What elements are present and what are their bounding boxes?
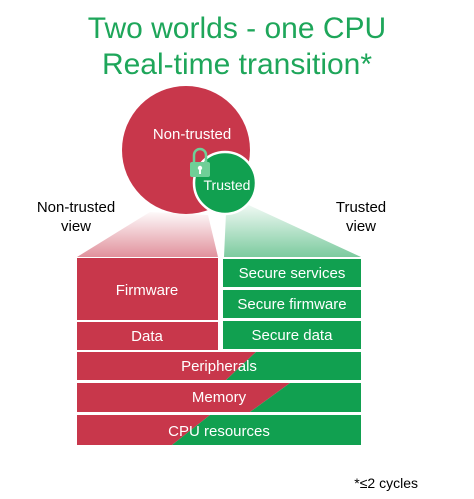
lock-icon	[190, 147, 210, 177]
non-trusted-view-line-2: view	[60, 218, 91, 235]
peripherals-row	[77, 352, 361, 380]
non-trusted-projection-beam	[77, 212, 218, 257]
memory-row	[77, 383, 361, 412]
data-label: Data	[131, 328, 163, 345]
cpu-resources-row	[77, 415, 361, 445]
trusted-projection-beam	[224, 201, 361, 257]
title-line-2: Real-time transition*	[101, 48, 373, 81]
trusted-view-line-1: Trusted	[335, 199, 387, 216]
footnote: *≤2 cycles	[354, 475, 418, 491]
title-line-1: Two worlds - one CPU	[87, 12, 387, 45]
data-box	[77, 322, 218, 350]
secure-data-box	[223, 321, 361, 349]
firmware-box	[77, 258, 218, 320]
peripherals-label: Peripherals	[181, 358, 257, 375]
secure-firmware-box	[223, 290, 361, 318]
trusted-view-label: Trusted view	[301, 198, 421, 236]
secure-data-label: Secure data	[252, 327, 334, 344]
secure-services-box	[223, 259, 361, 287]
non-trusted-view-label: Non-trusted view	[16, 198, 136, 236]
non-trusted-view-line-1: Non-trusted	[36, 199, 116, 216]
firmware-label: Firmware	[116, 282, 179, 299]
trusted-view-line-2: view	[345, 218, 376, 235]
cpu-resources-label: CPU resources	[168, 423, 270, 440]
memory-label: Memory	[192, 389, 247, 406]
trusted-circle-label: Trusted	[204, 177, 251, 193]
non-trusted-circle-label: Non-trusted	[153, 126, 231, 143]
secure-firmware-label: Secure firmware	[237, 296, 346, 313]
secure-services-label: Secure services	[239, 265, 346, 282]
